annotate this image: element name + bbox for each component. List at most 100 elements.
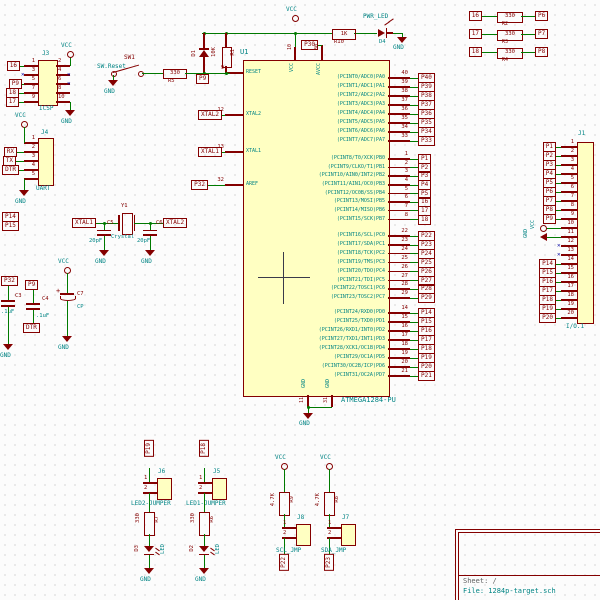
pin-stub <box>561 272 577 274</box>
no-connect-icon[interactable]: ✕ <box>557 250 561 258</box>
ref-J7: J7 <box>342 514 350 521</box>
resistor-r4[interactable]: 330 <box>497 47 523 59</box>
wire <box>20 65 24 67</box>
net-label-P8[interactable]: P8 <box>535 47 549 57</box>
resistor-r8[interactable] <box>324 492 335 516</box>
vcc-symbol[interactable] <box>291 14 299 22</box>
net-label-16[interactable]: 16 <box>468 11 482 21</box>
net-label-P9[interactable]: P9 <box>25 280 39 290</box>
net-label-16[interactable]: 16 <box>6 61 20 71</box>
net-label-P9[interactable]: P9 <box>542 214 556 224</box>
led-d3[interactable] <box>144 546 154 552</box>
no-connect-icon[interactable]: ✕ <box>21 70 25 78</box>
resistor-r3[interactable]: 330 <box>497 29 523 41</box>
connector-j3-body[interactable] <box>38 60 58 106</box>
diode-d1[interactable] <box>199 50 209 57</box>
net-label-P21[interactable]: P21 <box>418 371 435 381</box>
resistor-r9[interactable] <box>279 492 290 516</box>
net-label-P27[interactable]: P27 <box>418 275 435 286</box>
net-label-P23[interactable]: P23 <box>324 554 334 571</box>
resistor-r2[interactable]: 330 <box>497 11 523 23</box>
no-connect-icon[interactable]: ✕ <box>557 241 561 249</box>
connector-j5-body[interactable] <box>212 478 227 500</box>
net-label-P6[interactable]: P6 <box>535 11 549 21</box>
led-d4[interactable] <box>378 29 385 37</box>
gnd-symbol[interactable] <box>145 250 155 256</box>
wire <box>410 184 418 186</box>
net-label-DTR[interactable]: DTR <box>23 323 40 333</box>
no-connect-icon[interactable]: ✕ <box>67 79 71 87</box>
wire <box>23 179 25 190</box>
net-label-XTAL1[interactable]: XTAL1 <box>71 218 96 228</box>
gnd-symbol[interactable] <box>99 250 109 256</box>
net-label-P19[interactable]: P19 <box>144 440 154 457</box>
net-label-18[interactable]: 18 <box>418 214 432 225</box>
net-label-P1[interactable]: P1 <box>418 154 432 164</box>
gnd-symbol[interactable] <box>3 344 13 350</box>
net-label-DTR[interactable]: DTR <box>2 165 19 175</box>
wire <box>410 175 418 177</box>
net-label-P2[interactable]: P2 <box>418 162 432 173</box>
net-label-P23[interactable]: P23 <box>418 240 435 250</box>
connector-j1-body[interactable] <box>577 142 594 324</box>
cap-plate[interactable] <box>26 308 40 310</box>
cap-plate[interactable] <box>97 234 111 236</box>
net-label-P15[interactable]: P15 <box>2 221 19 231</box>
net-label-P32[interactable]: P32 <box>1 276 18 286</box>
resistor-r1[interactable] <box>222 47 232 68</box>
net-label-17[interactable]: 17 <box>5 97 19 107</box>
gnd-symbol[interactable] <box>65 110 75 116</box>
cap-plate[interactable] <box>143 234 157 236</box>
net-label-P32[interactable]: P32 <box>191 180 208 190</box>
resistor-r10[interactable]: 1K <box>332 29 356 40</box>
gnd-symbol[interactable] <box>303 413 313 419</box>
no-connect-icon[interactable]: ✕ <box>67 70 71 78</box>
net-label-P33[interactable]: P33 <box>418 136 435 146</box>
vcc-symbol[interactable] <box>539 224 547 232</box>
net-label-P29[interactable]: P29 <box>418 293 435 303</box>
net-label-XTAL1[interactable]: XTAL1 <box>197 147 222 157</box>
net-label-P9[interactable]: P9 <box>196 74 210 84</box>
gnd-symbol[interactable] <box>540 232 547 241</box>
crystal-y1[interactable] <box>122 213 133 235</box>
gnd-symbol[interactable] <box>199 568 209 574</box>
net-label-P22[interactable]: P22 <box>279 554 289 571</box>
net-label-XTAL2[interactable]: XTAL2 <box>197 110 222 120</box>
cap-plate[interactable] <box>1 305 15 307</box>
connector-j7-body[interactable] <box>341 524 356 546</box>
net-label-17[interactable]: 17 <box>468 29 482 39</box>
net-label-XTAL2[interactable]: XTAL2 <box>163 218 188 228</box>
cap-plate[interactable] <box>26 303 40 305</box>
led-d2[interactable] <box>199 546 209 552</box>
cap-plate[interactable] <box>1 300 15 302</box>
resistor-r5[interactable]: 330 <box>163 69 187 79</box>
vcc-symbol[interactable] <box>66 50 74 58</box>
net-label-P20[interactable]: P20 <box>539 313 556 323</box>
pin-stub <box>561 263 577 265</box>
connector-j6-body[interactable] <box>157 478 172 500</box>
net-label-P7[interactable]: P7 <box>535 29 549 39</box>
cap-plate[interactable] <box>143 229 157 231</box>
resistor-r7[interactable] <box>144 512 155 536</box>
gnd-symbol[interactable] <box>397 37 407 43</box>
resistor-r6[interactable] <box>199 512 210 536</box>
gnd-symbol[interactable] <box>19 190 29 196</box>
connector-j8-body[interactable] <box>296 524 311 546</box>
net-label-P4[interactable]: P4 <box>418 180 432 190</box>
connector-j4-body[interactable] <box>38 138 54 186</box>
wire <box>19 92 24 94</box>
net-label-P5[interactable]: P5 <box>418 188 432 199</box>
pin-number: 1 <box>199 475 203 481</box>
cap-curved-plate[interactable] <box>60 296 76 301</box>
net-label-18[interactable]: 18 <box>468 47 482 57</box>
cap-plate[interactable] <box>97 229 111 231</box>
cap-plate[interactable] <box>60 293 74 295</box>
gnd-symbol[interactable] <box>62 336 72 342</box>
net-label-16[interactable]: 16 <box>418 197 432 207</box>
net-label-P18[interactable]: P18 <box>199 440 209 457</box>
gnd-symbol[interactable] <box>144 568 154 574</box>
gnd-symbol[interactable] <box>108 80 118 86</box>
net-label-P30[interactable]: P30 <box>301 40 318 50</box>
pin-number: 1 <box>283 520 287 526</box>
ic-u1-body[interactable] <box>243 60 390 397</box>
